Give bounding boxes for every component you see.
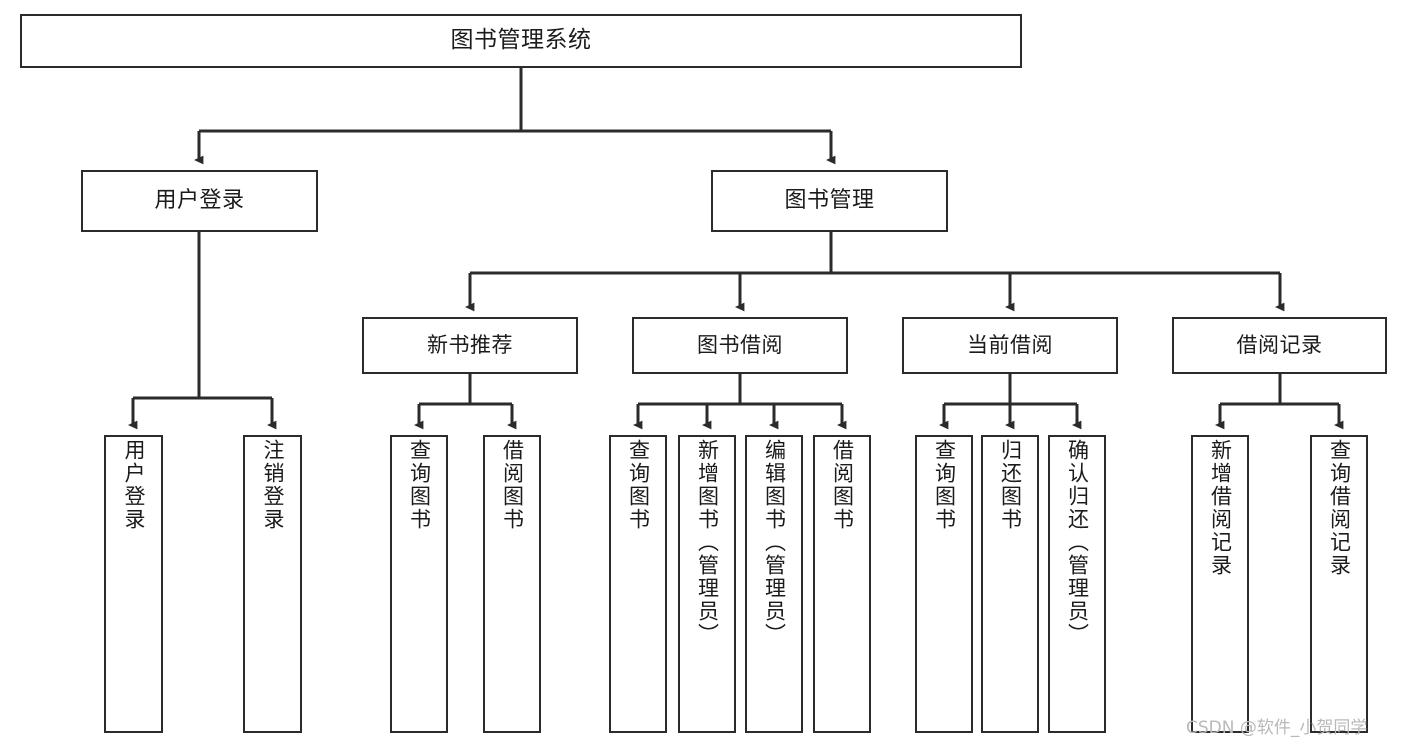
node-leaf-borrow-book-recommend[interactable]: 借阅图书: [483, 435, 541, 733]
node-label: 查询图书: [626, 439, 651, 531]
node-label: 用户登录: [154, 187, 245, 213]
node-label: 借阅图书: [830, 439, 855, 531]
node-leaf-user-logout[interactable]: 注销登录: [243, 435, 302, 733]
node-label: 新书推荐: [427, 332, 513, 357]
node-user-login[interactable]: 用户登录: [81, 170, 318, 232]
node-leaf-user-login[interactable]: 用户登录: [104, 435, 163, 733]
node-leaf-return-book[interactable]: 归还图书: [981, 435, 1039, 733]
node-leaf-confirm-return[interactable]: 确认归还（管理员）: [1048, 435, 1106, 733]
node-label: 借阅记录: [1236, 332, 1323, 357]
node-leaf-query-book-current[interactable]: 查询图书: [915, 435, 973, 733]
node-leaf-query-borrow-record[interactable]: 查询借阅记录: [1310, 435, 1368, 733]
node-book-borrow[interactable]: 图书借阅: [632, 317, 848, 374]
node-leaf-query-book-borrow[interactable]: 查询图书: [609, 435, 667, 733]
node-leaf-borrow-book[interactable]: 借阅图书: [813, 435, 871, 733]
node-label: 图书管理系统: [450, 27, 592, 54]
node-leaf-edit-book[interactable]: 编辑图书（管理员）: [745, 435, 803, 733]
node-label: 新增借阅记录: [1208, 439, 1233, 577]
node-label: 归还图书: [998, 439, 1023, 531]
node-label: 查询借阅记录: [1327, 439, 1352, 577]
node-book-manage[interactable]: 图书管理: [711, 170, 948, 232]
node-label: 新增图书（管理员）: [695, 439, 720, 646]
node-leaf-add-book[interactable]: 新增图书（管理员）: [678, 435, 736, 733]
node-label: 图书管理: [784, 187, 875, 213]
node-label: 查询图书: [407, 439, 432, 531]
node-label: 编辑图书（管理员）: [762, 439, 787, 646]
node-label: 当前借阅: [967, 332, 1053, 357]
node-label: 图书借阅: [697, 332, 783, 357]
node-label: 用户登录: [122, 439, 146, 531]
node-leaf-add-borrow-record[interactable]: 新增借阅记录: [1191, 435, 1249, 733]
node-label: 注销登录: [261, 439, 285, 531]
csdn-watermark: CSDN @软件_小贺同学: [1186, 718, 1368, 738]
node-system-root[interactable]: 图书管理系统: [20, 14, 1022, 68]
node-new-book-recommend[interactable]: 新书推荐: [362, 317, 578, 374]
node-leaf-query-book-recommend[interactable]: 查询图书: [390, 435, 448, 733]
node-borrow-record[interactable]: 借阅记录: [1172, 317, 1387, 374]
node-label: 借阅图书: [500, 439, 525, 531]
node-label: 查询图书: [932, 439, 957, 531]
node-label: 确认归还（管理员）: [1065, 439, 1090, 646]
node-current-borrow[interactable]: 当前借阅: [902, 317, 1118, 374]
